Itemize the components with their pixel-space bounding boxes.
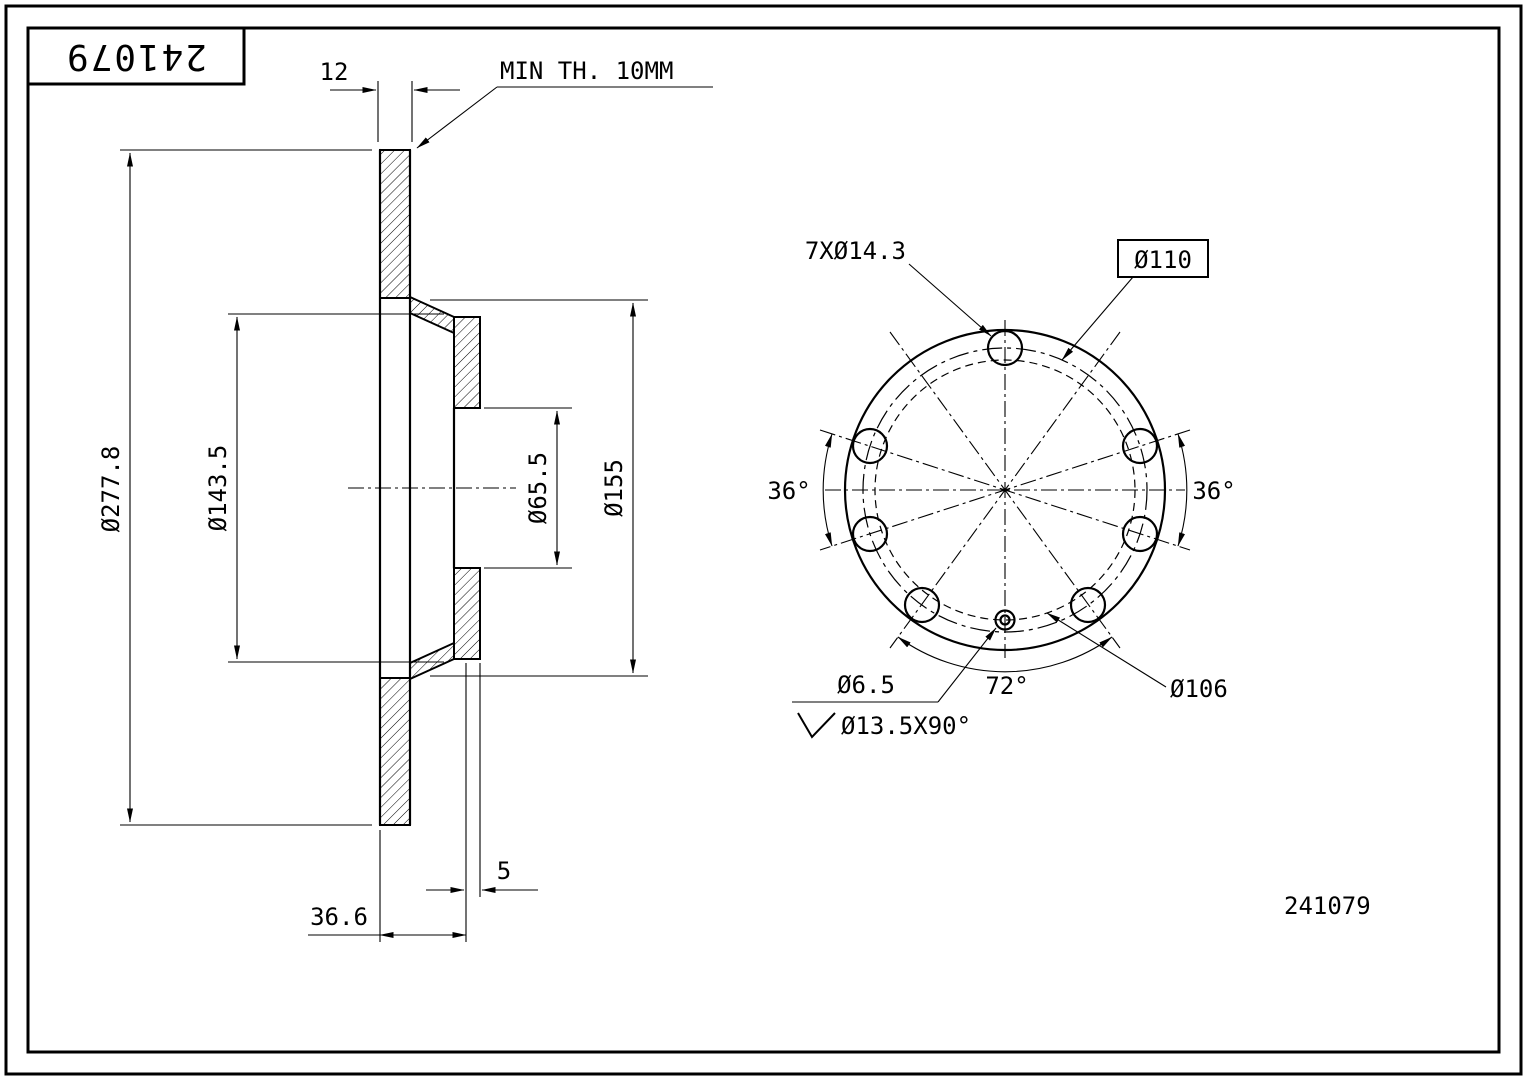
drawing-border [4, 4, 1523, 1076]
bolt-hole [851, 427, 889, 465]
set-screw-circle [874, 359, 1136, 621]
dim-hub-diameter-label: Ø143.5 [204, 445, 232, 532]
hatch-hub-lower [453, 567, 481, 660]
callout-bolt-holes: 7XØ14.3 [805, 237, 992, 337]
hatch-plate-lower [379, 677, 411, 826]
bolt-hole-callout-label: 7XØ14.3 [805, 237, 906, 265]
dim-thickness-label: 12 [320, 58, 349, 86]
title-block-number: 241079 [65, 36, 207, 77]
disc-section-outline [378, 148, 481, 827]
callout-set-screw-circle: Ø106 [1046, 612, 1228, 703]
dim-thickness: 12 [320, 58, 460, 142]
hatch-hub-upper [453, 316, 481, 409]
dim-pilot-depth-label: 5 [497, 857, 511, 885]
bolt-circle [862, 347, 1148, 633]
part-number: 241079 [1284, 892, 1371, 920]
bolt-circle-label: Ø110 [1134, 246, 1192, 274]
title-block: 241079 [26, 26, 246, 86]
hatch-plate-upper [379, 149, 411, 299]
dim-angle-left: 36° [767, 433, 833, 547]
dim-overall-depth: 36.6 [308, 830, 467, 942]
angle-right-label: 36° [1192, 477, 1235, 505]
bolt-hole [1069, 586, 1107, 624]
min-thickness-label: MIN TH. 10MM [500, 57, 673, 85]
countersink-callout-label: Ø13.5X90° [841, 712, 971, 740]
hatch-hat-upper [409, 295, 455, 335]
countersink-icon [797, 712, 836, 739]
dim-angle-bottom: 72° [897, 636, 1113, 700]
dim-overall-depth-label: 36.6 [310, 903, 368, 931]
bolt-hole [903, 586, 941, 624]
callout-set-screw-hole: Ø6.5 Ø13.5X90° [792, 627, 997, 740]
front-view: 36° 36° 72° 7XØ14.3 Ø110 Ø106 Ø6.5 [767, 237, 1235, 740]
set-screw-hole [994, 609, 1016, 631]
dim-bore-diameter: Ø65.5 [484, 407, 572, 569]
note-min-thickness: MIN TH. 10MM [416, 57, 713, 149]
bolt-hole [1121, 515, 1159, 553]
dim-angle-right: 36° [1177, 433, 1236, 547]
bolt-hole [986, 329, 1024, 367]
dim-hub-diameter: Ø143.5 [204, 313, 444, 663]
callout-bolt-circle: Ø110 [1061, 239, 1209, 361]
set-screw-circle-label: Ø106 [1170, 675, 1228, 703]
bolt-hole [1121, 427, 1159, 465]
dim-outer-diameter-label: Ø277.8 [97, 446, 125, 533]
section-view: 12 MIN TH. 10MM Ø277.8 Ø143.5 Ø65.5 [97, 57, 713, 942]
dim-pilot-depth: 5 [426, 663, 538, 942]
set-screw-diameter-label: Ø6.5 [837, 671, 895, 699]
hatch-hat-lower [409, 641, 455, 681]
bolt-holes [851, 329, 1159, 624]
dim-hat-diameter: Ø155 [430, 299, 648, 677]
dim-bore-diameter-label: Ø65.5 [524, 452, 552, 524]
dim-hat-diameter-label: Ø155 [600, 459, 628, 517]
bolt-hole [851, 515, 889, 553]
angle-bottom-label: 72° [985, 672, 1028, 700]
angle-left-label: 36° [767, 477, 810, 505]
dim-outer-diameter: Ø277.8 [97, 149, 372, 826]
